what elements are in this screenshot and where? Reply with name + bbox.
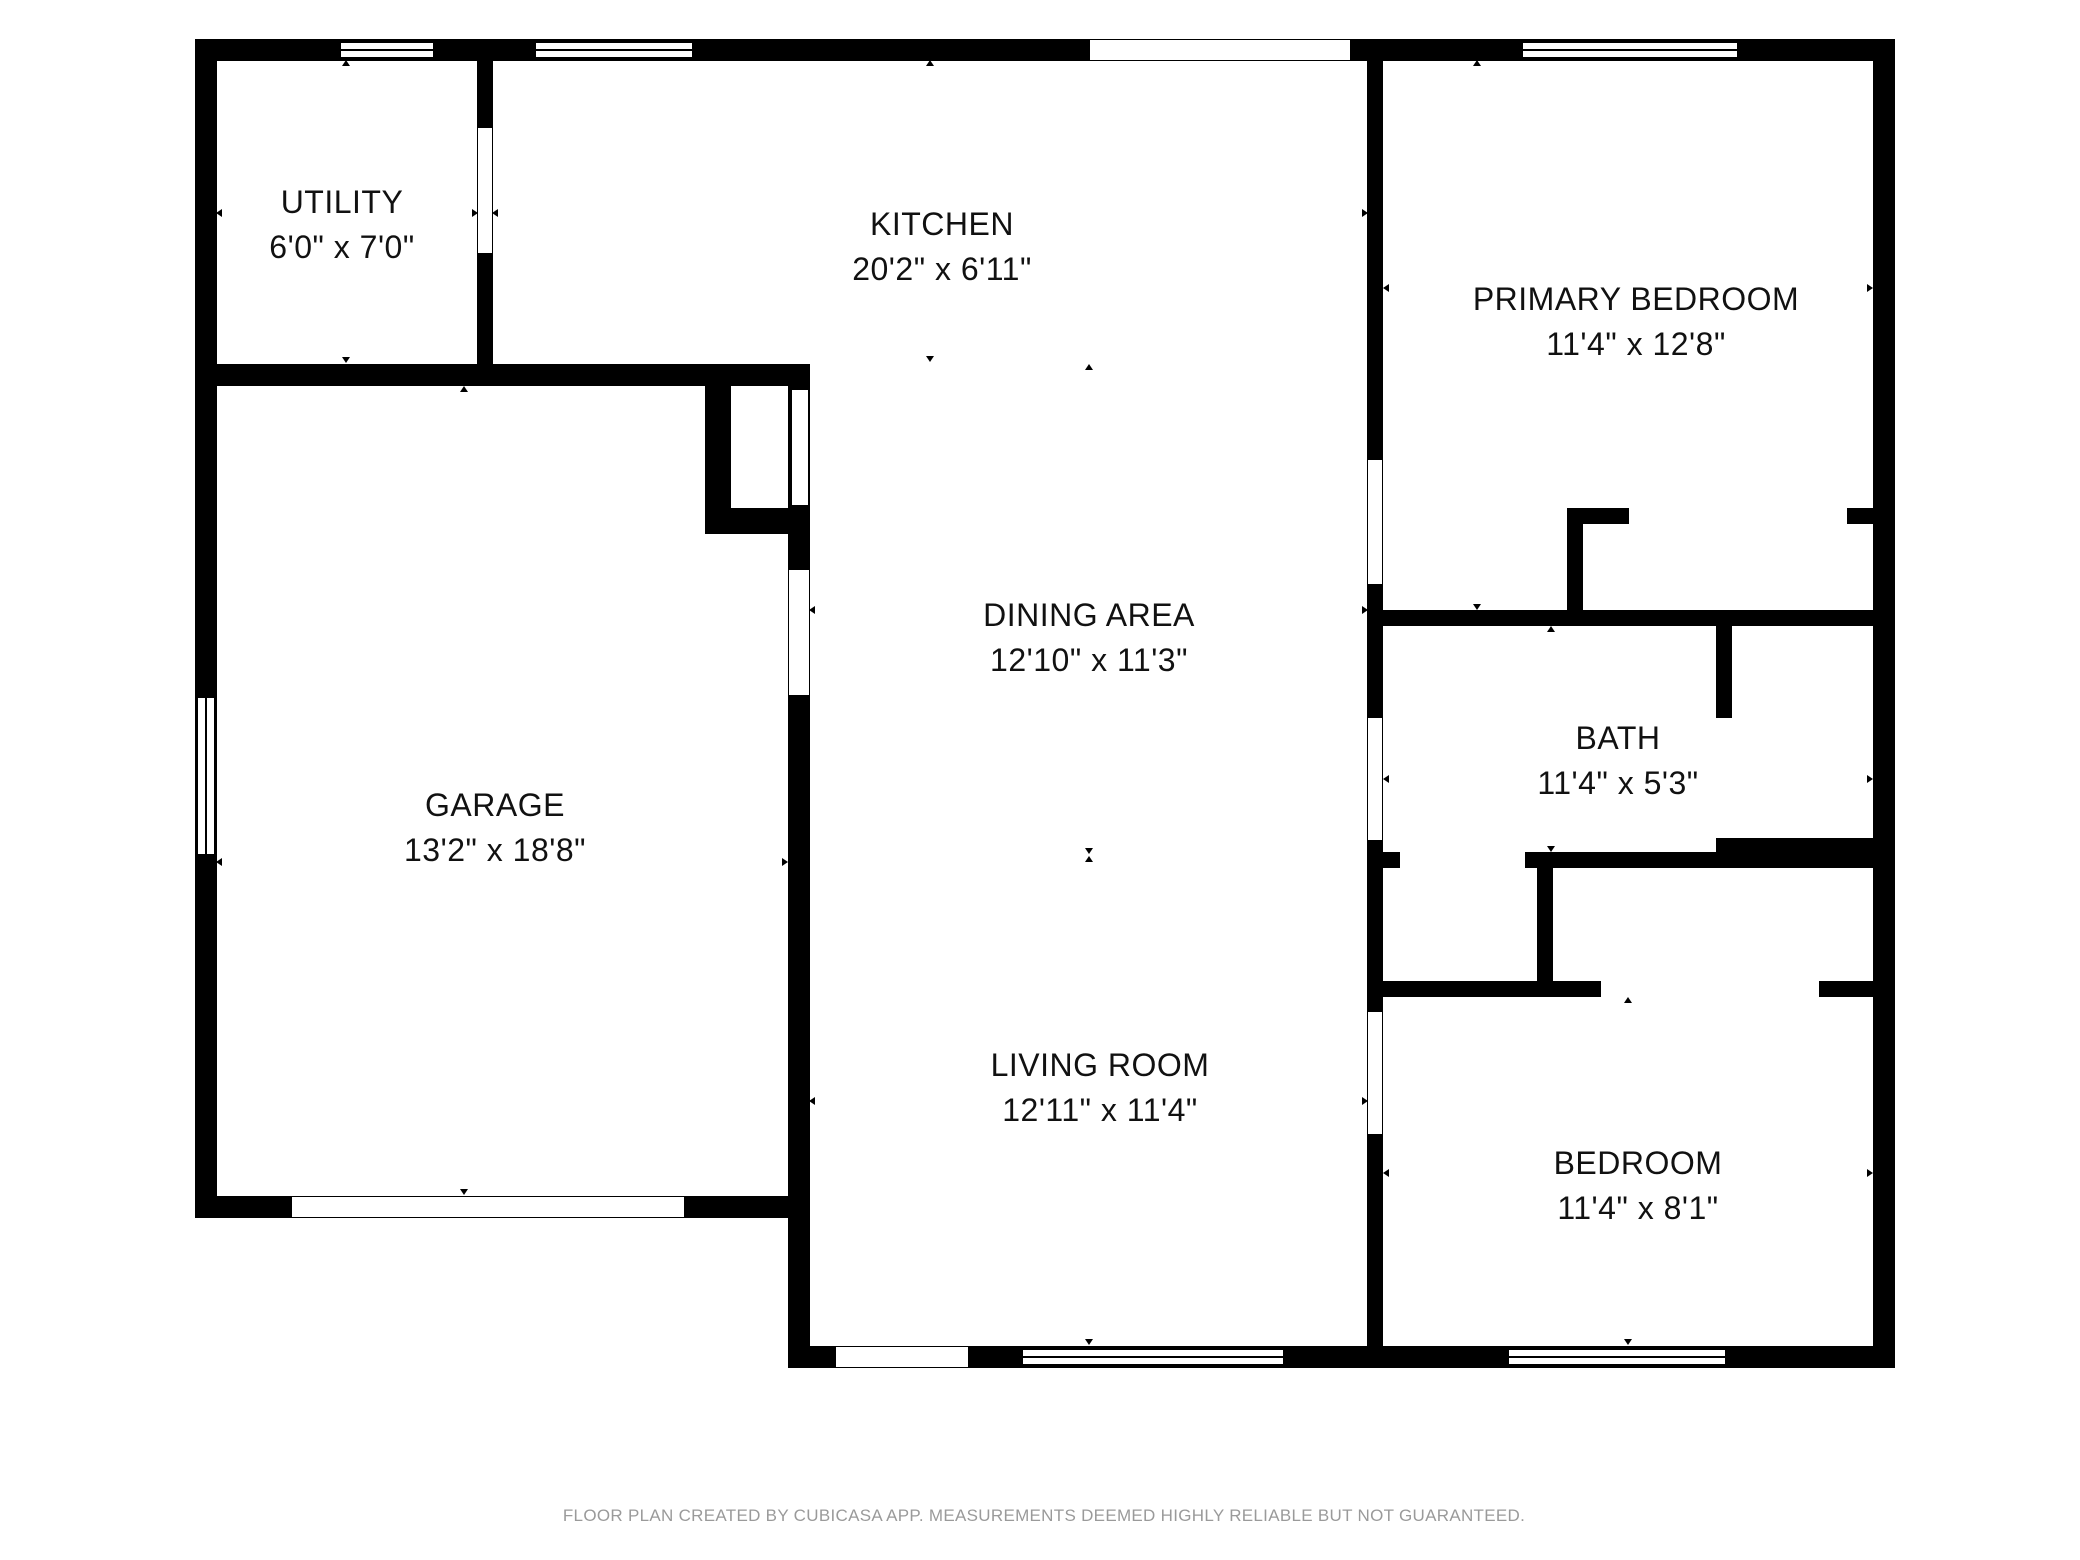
dining-area-size: 12'10" x 11'3" [990,642,1188,678]
marker-arrow [926,356,934,362]
marker-arrow [1624,997,1632,1003]
bath-name: BATH [1576,720,1661,756]
bath-size: 11'4" x 5'3" [1537,765,1698,801]
garage-size: 13'2" x 18'8" [404,832,586,868]
marker-arrow [1085,856,1093,862]
wall-right [1873,39,1895,1368]
garage-name: GARAGE [425,787,565,823]
opening-bath-door [1368,718,1382,840]
windows [196,41,1739,1366]
window-bedroom [1507,1348,1727,1366]
kitchen-name: KITCHEN [870,206,1014,242]
marker-arrow [492,209,498,217]
opening-garage-overhead [292,1197,684,1217]
marker-arrow [216,209,222,217]
window-living-room [1021,1348,1285,1366]
marker-arrow [1362,606,1368,614]
window-primary-bedroom [1521,41,1739,59]
marker-arrow [342,357,350,363]
window-kitchen [534,41,694,59]
bedroom-name: BEDROOM [1554,1145,1723,1181]
marker-arrow [809,1097,815,1105]
wall-closet-south [705,508,810,534]
marker-arrow [1867,1169,1873,1177]
marker-arrow [1867,775,1873,783]
wall-utility-south [195,364,810,386]
marker-arrow [460,1189,468,1195]
living-room-size: 12'11" x 11'4" [1002,1092,1198,1128]
wall-left [195,39,217,1218]
openings [292,40,1819,1367]
dimension-markers [216,60,1873,1345]
opening-closet-door [792,390,808,505]
marker-arrow [1547,846,1555,852]
marker-arrow [460,386,468,392]
wall-center-east [1367,39,1383,1368]
wall-closet-stub-h2 [1847,508,1895,524]
opening-utility-door [478,128,492,253]
disclaimer-footer: FLOOR PLAN CREATED BY CUBICASA APP. MEAS… [563,1506,1525,1525]
marker-arrow [1383,775,1389,783]
utility-size: 6'0" x 7'0" [269,229,414,265]
marker-arrow [1473,60,1481,66]
marker-arrow [782,858,788,866]
marker-arrow [1473,604,1481,610]
wall-bath-south-c [1367,852,1400,868]
wall-bedroom-north-b [1819,981,1895,997]
marker-arrow [1624,1339,1632,1345]
marker-arrow [1085,1339,1093,1345]
marker-arrow [472,209,478,217]
primary-bedroom-size: 11'4" x 12'8" [1546,326,1726,362]
wall-bedroom-north [1367,981,1601,997]
kitchen-size: 20'2" x 6'11" [852,251,1032,287]
room-labels: UTILITY 6'0" x 7'0" KITCHEN 20'2" x 6'11… [269,184,1799,1226]
bedroom-size: 11'4" x 8'1" [1557,1190,1718,1226]
marker-arrow [1362,1097,1368,1105]
marker-arrow [216,858,222,866]
primary-bedroom-name: PRIMARY BEDROOM [1473,281,1799,317]
opening-primary-door [1368,460,1382,584]
marker-arrow [926,60,934,66]
marker-arrow [1383,1169,1389,1177]
marker-arrow [1383,284,1389,292]
wall-closet-west [705,364,731,534]
wall-closet-stub-h [1567,508,1629,524]
dining-area-name: DINING AREA [983,597,1195,633]
marker-arrow [342,60,350,66]
marker-arrow [1547,626,1555,632]
marker-arrow [1085,848,1093,854]
marker-arrow [1085,364,1093,370]
marker-arrow [1867,284,1873,292]
living-room-name: LIVING ROOM [991,1047,1210,1083]
opening-living-door [836,1347,968,1367]
window-garage [196,696,216,856]
utility-name: UTILITY [281,184,404,220]
wall-hall-closet [1537,852,1553,997]
marker-arrow [1362,209,1368,217]
opening-bedroom-door [1368,1012,1382,1134]
wall-bath-south-b [1525,852,1895,868]
window-utility [339,41,435,59]
opening-closet-slider [1601,982,1819,996]
opening-garage-door [789,570,809,695]
wall-bath-stub [1716,618,1732,718]
wall-closet-stub-v [1567,508,1583,626]
marker-arrow [809,606,815,614]
wall-bath-north [1367,610,1895,626]
opening-kitchen-top [1090,40,1350,60]
